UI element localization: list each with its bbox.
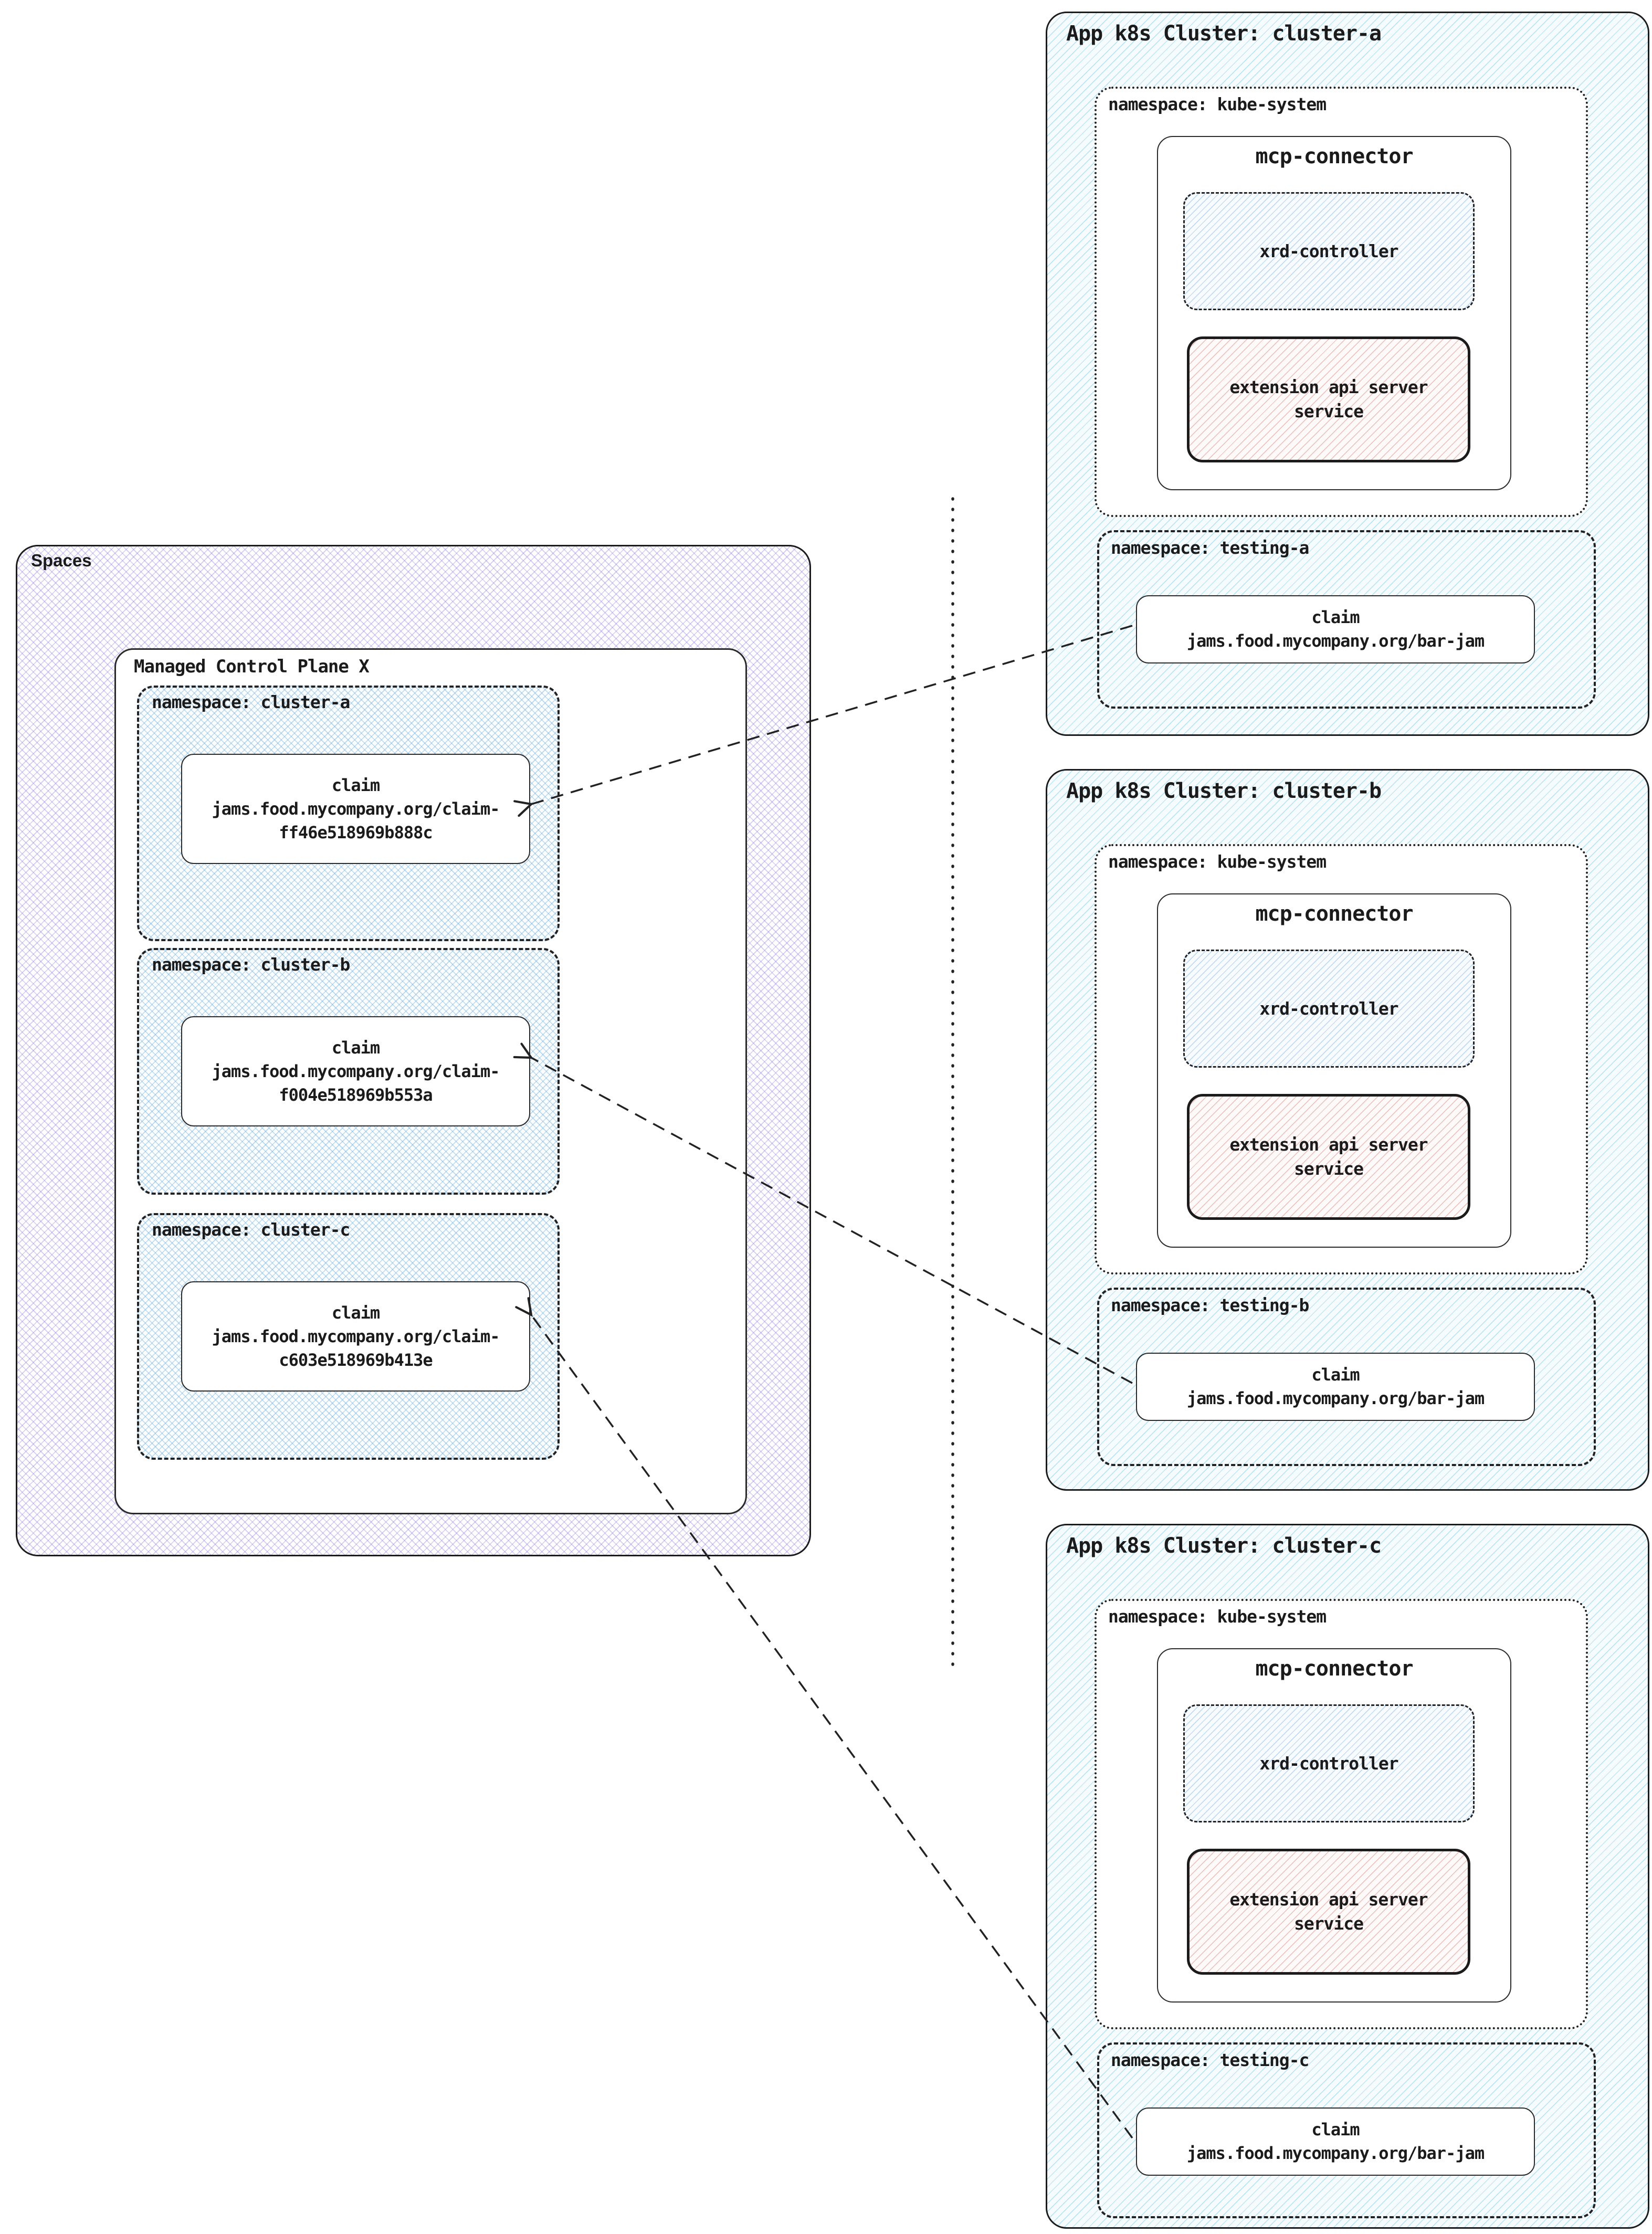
claim-resource-line2: f004e518969b553a xyxy=(279,1084,433,1105)
claim-node-testing-c: claim jams.food.mycompany.org/bar-jam xyxy=(1136,2107,1535,2176)
testing-a-label: namespace: testing-a xyxy=(1111,538,1309,558)
spaces-title: Spaces xyxy=(31,551,92,570)
claim-resource-line2: ff46e518969b888c xyxy=(279,822,433,842)
kube-system-namespace: namespace: kube-system mcp-connector xrd… xyxy=(1095,844,1588,1274)
extension-api-line2: service xyxy=(1293,401,1364,421)
extension-api-line1: extension api server xyxy=(1229,1134,1428,1155)
extension-api-server-node: extension api server service xyxy=(1187,1849,1470,1975)
extension-api-server-node: extension api server service xyxy=(1187,336,1470,462)
mcp-connector: mcp-connector xrd-controller extension a… xyxy=(1157,1648,1511,2003)
extension-api-line2: service xyxy=(1293,1913,1364,1934)
claim-title: claim xyxy=(1311,607,1360,627)
mcp-namespace-cluster-c-label: namespace: cluster-c xyxy=(152,1219,350,1240)
app-cluster-b: App k8s Cluster: cluster-b namespace: ku… xyxy=(1046,769,1649,1491)
mcp-namespace-cluster-b-label: namespace: cluster-b xyxy=(152,954,350,975)
extension-api-server-node: extension api server service xyxy=(1187,1094,1470,1220)
app-cluster-c: App k8s Cluster: cluster-c namespace: ku… xyxy=(1046,1524,1649,2229)
app-cluster-c-title: App k8s Cluster: cluster-c xyxy=(1066,1534,1382,1558)
testing-c-namespace: namespace: testing-c claim jams.food.myc… xyxy=(1097,2042,1596,2218)
app-cluster-a: App k8s Cluster: cluster-a namespace: ku… xyxy=(1046,12,1649,736)
claim-node-cluster-b: claim jams.food.mycompany.org/claim- f00… xyxy=(181,1016,530,1126)
claim-resource-line1: jams.food.mycompany.org/claim- xyxy=(212,1061,500,1081)
mcp-connector-title: mcp-connector xyxy=(1255,1657,1413,1681)
xrd-controller-label: xrd-controller xyxy=(1259,998,1398,1019)
claim-resource: jams.food.mycompany.org/bar-jam xyxy=(1186,631,1485,651)
mcp-connector-title: mcp-connector xyxy=(1255,902,1413,926)
extension-api-line1: extension api server xyxy=(1229,1889,1428,1910)
app-cluster-a-title: App k8s Cluster: cluster-a xyxy=(1066,22,1382,46)
claim-title: claim xyxy=(331,775,380,795)
xrd-controller-node: xrd-controller xyxy=(1183,950,1475,1068)
extension-api-line1: extension api server xyxy=(1229,377,1428,397)
claim-title: claim xyxy=(331,1302,380,1323)
kube-system-label: namespace: kube-system xyxy=(1108,94,1327,114)
claim-title: claim xyxy=(331,1037,380,1058)
xrd-controller-label: xrd-controller xyxy=(1259,1753,1398,1774)
testing-c-label: namespace: testing-c xyxy=(1111,2050,1309,2070)
mcp-namespace-cluster-c: namespace: cluster-c claim jams.food.myc… xyxy=(137,1213,560,1460)
xrd-controller-node: xrd-controller xyxy=(1183,1704,1475,1822)
managed-control-plane: Managed Control Plane X namespace: clust… xyxy=(114,648,747,1514)
mcp-namespace-cluster-a-label: namespace: cluster-a xyxy=(152,692,350,712)
mcp-connector: mcp-connector xrd-controller extension a… xyxy=(1157,136,1511,490)
kube-system-label: namespace: kube-system xyxy=(1108,851,1327,872)
claim-resource-line1: jams.food.mycompany.org/claim- xyxy=(212,798,500,819)
claim-node-cluster-a: claim jams.food.mycompany.org/claim- ff4… xyxy=(181,754,530,864)
mcp-namespace-cluster-b: namespace: cluster-b claim jams.food.myc… xyxy=(137,948,560,1195)
claim-resource-line1: jams.food.mycompany.org/claim- xyxy=(212,1326,500,1346)
testing-a-namespace: namespace: testing-a claim jams.food.myc… xyxy=(1097,530,1596,709)
kube-system-namespace: namespace: kube-system mcp-connector xrd… xyxy=(1095,87,1588,517)
kube-system-label: namespace: kube-system xyxy=(1108,1606,1327,1627)
mcp-namespace-cluster-a: namespace: cluster-a claim jams.food.myc… xyxy=(137,686,560,941)
claim-resource: jams.food.mycompany.org/bar-jam xyxy=(1186,2143,1485,2163)
claim-title: claim xyxy=(1311,1365,1360,1385)
kube-system-namespace: namespace: kube-system mcp-connector xrd… xyxy=(1095,1599,1588,2029)
xrd-controller-label: xrd-controller xyxy=(1259,240,1398,261)
app-cluster-b-title: App k8s Cluster: cluster-b xyxy=(1066,779,1382,803)
xrd-controller-node: xrd-controller xyxy=(1183,192,1475,310)
mcp-connector: mcp-connector xrd-controller extension a… xyxy=(1157,893,1511,1248)
mcp-connector-title: mcp-connector xyxy=(1255,144,1413,168)
claim-resource-line2: c603e518969b413e xyxy=(279,1350,433,1370)
claim-node-testing-a: claim jams.food.mycompany.org/bar-jam xyxy=(1136,595,1535,663)
testing-b-namespace: namespace: testing-b claim jams.food.myc… xyxy=(1097,1288,1596,1466)
extension-api-line2: service xyxy=(1293,1158,1364,1179)
claim-node-testing-b: claim jams.food.mycompany.org/bar-jam xyxy=(1136,1353,1535,1421)
claim-title: claim xyxy=(1311,2120,1360,2140)
testing-b-label: namespace: testing-b xyxy=(1111,1295,1309,1315)
spaces-container: Spaces Managed Control Plane X namespace… xyxy=(16,545,811,1556)
managed-control-plane-title: Managed Control Plane X xyxy=(134,656,370,677)
claim-node-cluster-c: claim jams.food.mycompany.org/claim- c60… xyxy=(181,1281,530,1392)
claim-resource: jams.food.mycompany.org/bar-jam xyxy=(1186,1388,1485,1408)
